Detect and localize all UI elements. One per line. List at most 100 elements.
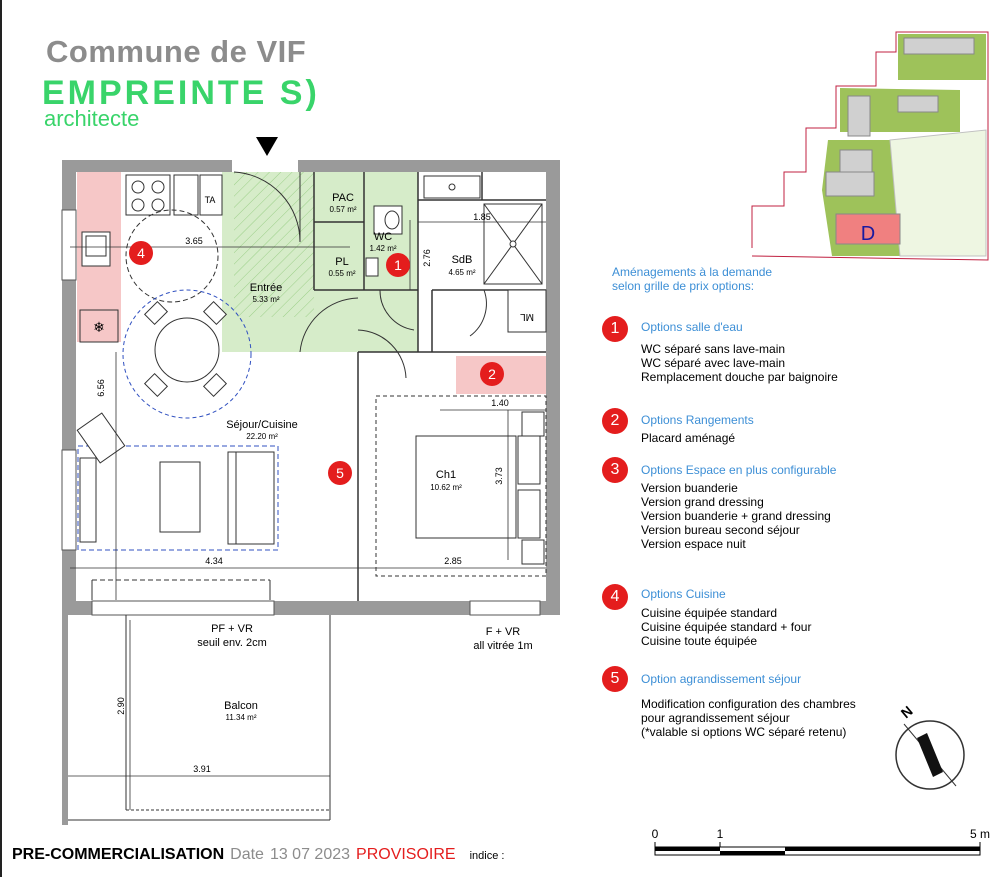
dim-185: 1.85 bbox=[473, 212, 491, 222]
dim-290: 2.90 bbox=[116, 697, 126, 715]
option-items: Placard aménagé bbox=[641, 431, 735, 445]
option-items: WC séparé sans lave-main WC séparé avec … bbox=[641, 342, 838, 384]
wall bbox=[62, 160, 232, 172]
commune-title: Commune de VIF bbox=[46, 34, 307, 69]
index-label: indice : bbox=[469, 850, 505, 862]
option-zone-sejour bbox=[77, 445, 279, 551]
option-badge: 5 bbox=[602, 666, 628, 692]
entry-hatch bbox=[234, 172, 314, 317]
options-intro: Aménagements à la demande selon grille d… bbox=[612, 265, 812, 293]
option-item: Version espace nuit bbox=[641, 537, 746, 551]
plan-badge-1-label: 1 bbox=[394, 257, 402, 273]
option-item: Cuisine équipée standard bbox=[641, 606, 778, 620]
room-pac-area: 0.57 m² bbox=[329, 205, 356, 214]
balcony-wall bbox=[62, 615, 68, 825]
option-item: Cuisine équipée standard + four bbox=[641, 620, 812, 634]
dim-434: 4.34 bbox=[205, 556, 223, 566]
option-item: Modification configuration des chambres bbox=[641, 697, 856, 711]
chair bbox=[143, 372, 169, 398]
f-vr-label: F + VR bbox=[486, 626, 521, 638]
compass-n-label: N bbox=[898, 703, 916, 722]
site-plan: D bbox=[751, 31, 989, 261]
options-intro-line-2: selon grille de prix options: bbox=[612, 279, 755, 293]
sofa bbox=[227, 451, 275, 545]
coffee-table bbox=[159, 461, 201, 533]
f-glass-label: all vitrée 1m bbox=[473, 640, 532, 652]
room-ch1-area: 10.62 m² bbox=[430, 483, 462, 492]
option-item: Version buanderie + grand dressing bbox=[641, 509, 831, 523]
armchair bbox=[76, 412, 126, 464]
option-item: WC séparé avec lave-main bbox=[641, 356, 786, 370]
option-item: (*valable si options WC séparé retenu) bbox=[641, 725, 847, 739]
chair bbox=[143, 300, 169, 326]
room-sejour-area: 22.20 m² bbox=[246, 432, 278, 441]
room-ch1-name: Ch1 bbox=[436, 469, 456, 481]
scale-tick-1: 1 bbox=[717, 827, 724, 841]
scale-bar: 0 1 5 m bbox=[652, 827, 990, 856]
dining-table bbox=[154, 317, 220, 383]
option-item: Cuisine toute équipée bbox=[641, 634, 758, 648]
dim-285: 2.85 bbox=[444, 556, 462, 566]
option-item: Version bureau second séjour bbox=[641, 523, 800, 537]
option-title: Option agrandissement séjour bbox=[641, 672, 802, 686]
pf-vr-label: PF + VR bbox=[211, 623, 253, 635]
plan-badge-1 bbox=[386, 253, 410, 277]
option-badge: 4 bbox=[602, 584, 628, 610]
turning-circle bbox=[122, 289, 252, 419]
option-title: Options Espace en plus configurable bbox=[641, 463, 837, 477]
scale-tick-5: 5 m bbox=[970, 827, 990, 841]
room-sdb-area: 4.65 m² bbox=[448, 268, 475, 277]
date-label: Date bbox=[230, 846, 264, 863]
room-pl-name: PL bbox=[335, 256, 348, 268]
room-entree-area: 5.33 m² bbox=[252, 295, 279, 304]
room-balcon-name: Balcon bbox=[224, 700, 258, 712]
room-pac-name: PAC bbox=[332, 192, 354, 204]
room-sejour-name: Séjour/Cuisine bbox=[226, 419, 298, 431]
site-building-label: D bbox=[861, 223, 875, 245]
plan-badge-2-label: 2 bbox=[488, 366, 496, 382]
pf-threshold-label: seuil env. 2cm bbox=[197, 637, 267, 649]
option-items: Version buanderie Version grand dressing… bbox=[641, 481, 831, 551]
architect-logo-subtitle: architecte bbox=[44, 106, 140, 131]
plan-badge-2 bbox=[480, 362, 504, 386]
plan-badge-4-label: 4 bbox=[137, 245, 145, 261]
tv-unit bbox=[79, 457, 97, 543]
option-title: Options salle d'eau bbox=[641, 320, 743, 334]
north-arrow-icon: N bbox=[895, 703, 965, 790]
chair bbox=[202, 372, 228, 398]
footer: PRE-COMMERCIALISATION Date 13 07 2023 PROVI… bbox=[12, 846, 504, 864]
option-title: Options Cuisine bbox=[641, 587, 726, 601]
status-label: PRE-COMMERCIALISATION bbox=[12, 846, 225, 863]
room-pl-area: 0.55 m² bbox=[328, 269, 355, 278]
option-items: Modification configuration des chambres … bbox=[641, 697, 856, 739]
option-item: Version grand dressing bbox=[641, 495, 764, 509]
option-badge: 3 bbox=[602, 457, 628, 483]
dim-391: 3.91 bbox=[193, 764, 211, 774]
option-badge: 2 bbox=[602, 408, 628, 434]
ml-label: ML bbox=[520, 311, 534, 322]
dim-656: 6.56 bbox=[96, 379, 106, 397]
provisional-label: PROVISOIRE bbox=[356, 846, 456, 863]
wall bbox=[298, 160, 560, 172]
bed bbox=[415, 435, 517, 539]
room-entree-name: Entrée bbox=[250, 282, 282, 294]
plan-badge-4 bbox=[129, 241, 153, 265]
dim-373: 3.73 bbox=[494, 467, 504, 485]
scale-tick-0: 0 bbox=[652, 827, 659, 841]
chair bbox=[202, 300, 228, 326]
page-left-border bbox=[0, 0, 2, 877]
option-items: Cuisine équipée standard Cuisine équipée… bbox=[641, 606, 811, 648]
option-badge: 1 bbox=[602, 316, 628, 342]
option-item: Remplacement douche par baignoire bbox=[641, 370, 838, 384]
date-value: 13 07 2023 bbox=[269, 846, 351, 863]
ta-label: TA bbox=[205, 195, 216, 205]
option-item: pour agrandissement séjour bbox=[641, 711, 790, 725]
options-intro-line-1: Aménagements à la demande bbox=[612, 265, 773, 279]
plan-badge-5-label: 5 bbox=[336, 465, 344, 481]
plan-badge-5 bbox=[328, 461, 352, 485]
dim-276: 2.76 bbox=[422, 249, 432, 267]
option-title: Options Rangements bbox=[641, 413, 754, 427]
room-balcon-area: 11.34 m² bbox=[226, 713, 257, 722]
freezer-icon: ❄ bbox=[93, 319, 105, 335]
